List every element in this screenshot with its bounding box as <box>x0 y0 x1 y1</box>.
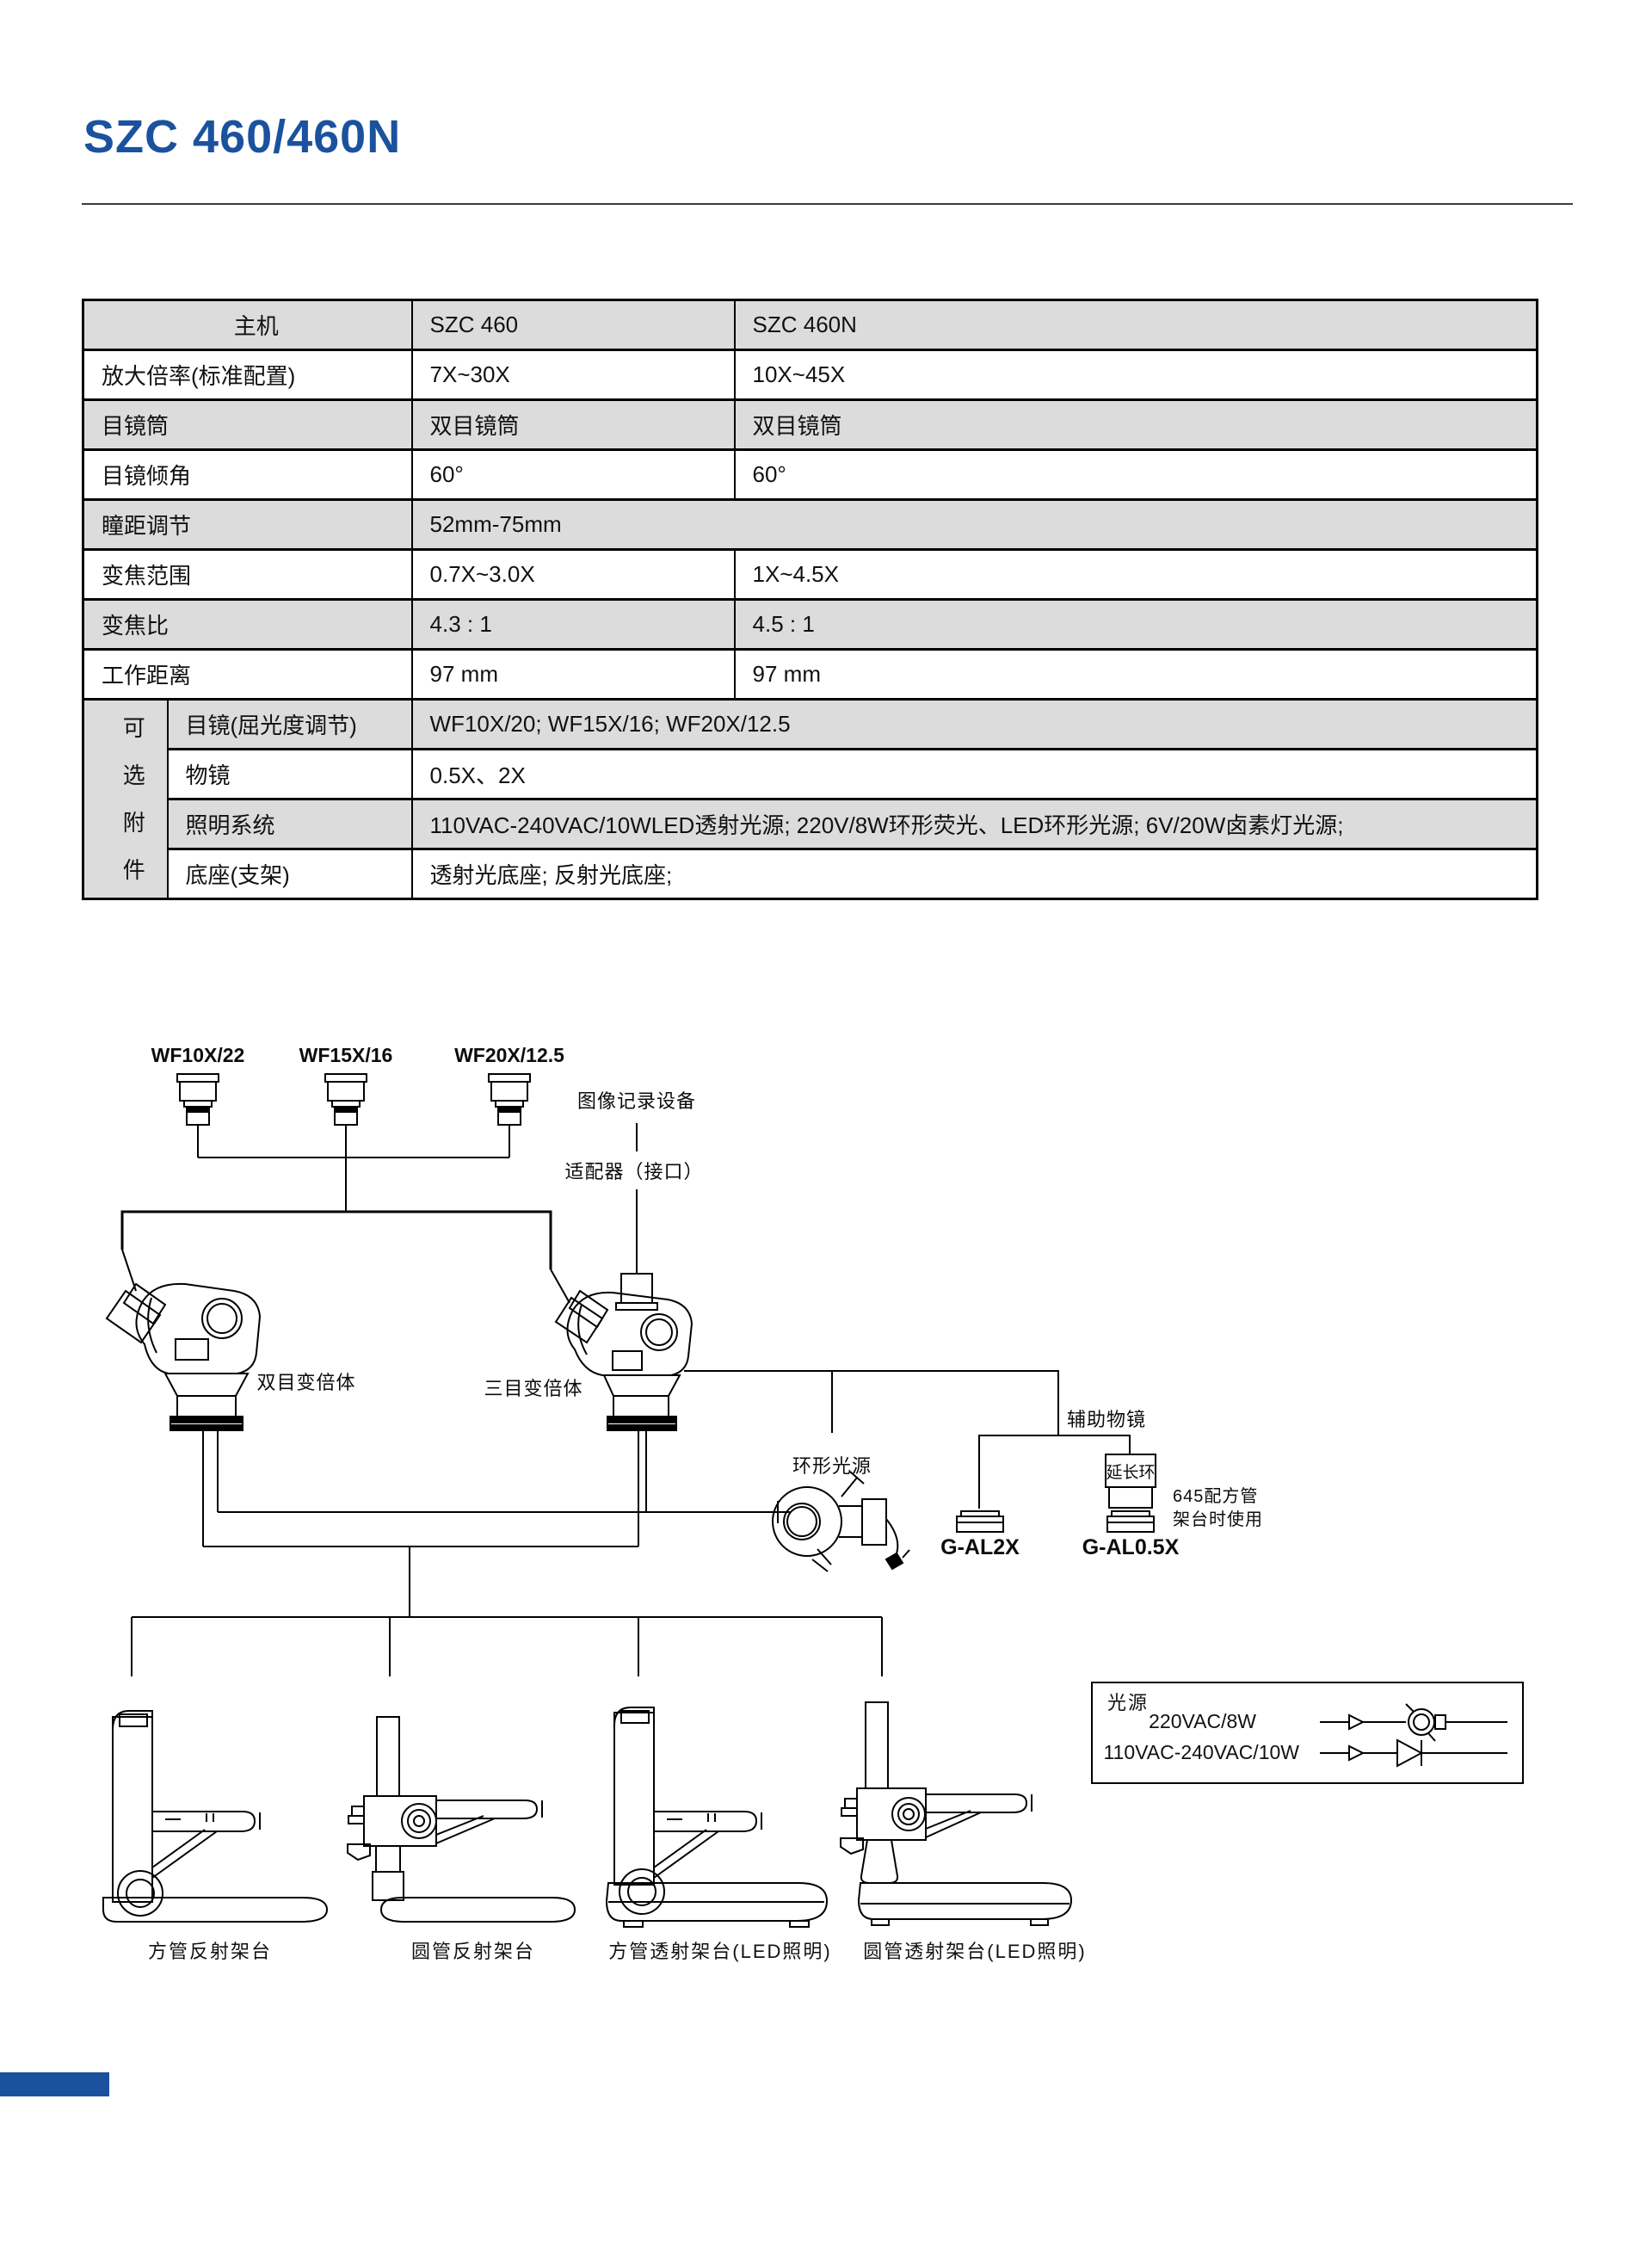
row-value: 60° <box>410 448 736 501</box>
extension-note-line2: 架台时使用 <box>1173 1510 1263 1529</box>
accessory-side-label: 可 选 附 件 <box>82 698 169 900</box>
accessory-value: WF10X/20; WF15X/16; WF20X/12.5 <box>410 698 1538 750</box>
accessory-value: 110VAC-240VAC/10WLED透射光源; 220V/8W环形荧光、LE… <box>410 798 1538 850</box>
ring-light-drawing <box>772 1471 910 1572</box>
light-source-box <box>1091 1682 1524 1784</box>
table-row: 变焦范围 0.7X~3.0X 1X~4.5X <box>82 548 1538 601</box>
header-col1: SZC 460 <box>410 299 736 351</box>
stand-round-transmitted-drawing <box>840 1701 1073 1926</box>
adapter-label: 适配器（接口） <box>564 1161 704 1182</box>
page-title: SZC 460/460N <box>83 111 402 163</box>
accessory-label: 目镜(屈光度调节) <box>166 698 413 750</box>
footer-accent-bar <box>0 2072 109 2096</box>
stand-label: 圆管透射架台(LED照明) <box>863 1941 1087 1962</box>
table-row-accessory: 底座(支架) 透射光底座; 反射光底座; <box>83 848 1538 900</box>
table-row: 变焦比 4.3 : 1 4.5 : 1 <box>82 598 1538 651</box>
table-row-accessory: 物镜 0.5X、2X <box>83 748 1538 800</box>
table-row: 瞳距调节 52mm-75mm <box>82 498 1538 551</box>
gal05x-label: G-AL0.5X <box>1082 1535 1180 1559</box>
side-char: 可 <box>122 714 145 741</box>
stand-label: 方管反射架台 <box>147 1941 273 1962</box>
spec-table: 主机 SZC 460 SZC 460N 放大倍率(标准配置) 7X~30X 10… <box>82 299 1539 900</box>
row-label: 放大倍率(标准配置) <box>82 349 413 401</box>
row-label: 变焦比 <box>82 598 413 651</box>
row-label: 工作距离 <box>82 648 413 701</box>
extension-ring-icon <box>1105 1454 1156 1509</box>
row-value: 0.7X~3.0X <box>410 548 736 601</box>
row-value: 4.5 : 1 <box>733 598 1538 651</box>
stand-square-transmitted-drawing <box>605 1707 829 1928</box>
accessory-value: 透射光底座; 反射光底座; <box>410 848 1538 900</box>
row-value: 97 mm <box>733 648 1538 701</box>
side-char: 选 <box>122 762 145 788</box>
stand-square-reflected-drawing <box>102 1710 329 1923</box>
eyepiece-icon <box>324 1073 367 1126</box>
accessory-label: 照明系统 <box>166 798 413 850</box>
eyepiece-label: WF15X/16 <box>299 1044 393 1066</box>
light-source-row1: 220VAC/8W <box>1149 1710 1256 1732</box>
eyepiece-label: WF10X/22 <box>151 1044 245 1066</box>
recorder-label: 图像记录设备 <box>576 1090 697 1112</box>
head-top-line <box>120 1210 552 1269</box>
accessory-value: 0.5X、2X <box>410 748 1538 800</box>
side-char: 件 <box>122 856 145 883</box>
extension-ring-label: 延长环 <box>1106 1463 1156 1482</box>
gal05x-lens-icon <box>1106 1510 1155 1533</box>
head-top-diagonals <box>121 1249 570 1304</box>
accessory-label: 物镜 <box>166 748 413 800</box>
title-divider <box>82 203 1573 205</box>
row-value: 60° <box>733 448 1538 501</box>
row-value-merged: 52mm-75mm <box>410 498 1538 551</box>
stand-label: 方管透射架台(LED照明) <box>608 1941 832 1962</box>
eyepiece-label: WF20X/12.5 <box>454 1044 564 1066</box>
eyepiece-connector-lines <box>197 1125 510 1212</box>
gal2x-lens-icon <box>956 1510 1004 1533</box>
row-label: 目镜筒 <box>82 398 413 451</box>
stand-round-reflected-drawing <box>347 1716 576 1923</box>
eyepiece-icon <box>488 1073 531 1126</box>
ring-light-label: 环形光源 <box>792 1455 872 1477</box>
table-row: 目镜筒 双目镜筒 双目镜筒 <box>82 398 1538 451</box>
binocular-head-drawing <box>105 1282 262 1431</box>
row-label: 变焦范围 <box>82 548 413 601</box>
table-row-accessory: 照明系统 110VAC-240VAC/10WLED透射光源; 220V/8W环形… <box>83 798 1538 850</box>
gal2x-label: G-AL2X <box>940 1535 1020 1559</box>
extension-note-line1: 645配方管 <box>1173 1487 1259 1506</box>
side-char: 附 <box>122 809 145 836</box>
row-value: 4.3 : 1 <box>410 598 736 651</box>
trinocular-label: 三目变倍体 <box>484 1378 583 1399</box>
binocular-label: 双目变倍体 <box>256 1372 356 1393</box>
aux-branch-lines <box>684 1370 1131 1509</box>
head-bottom-lines <box>131 1430 883 1676</box>
light-source-title: 光源 <box>1107 1692 1150 1713</box>
trinocular-head-drawing <box>554 1273 693 1431</box>
table-row-accessory: 可 选 附 件 目镜(屈光度调节) WF10X/20; WF15X/16; WF… <box>82 698 1538 900</box>
row-value: 97 mm <box>410 648 736 701</box>
row-value: 1X~4.5X <box>733 548 1538 601</box>
accessory-label: 底座(支架) <box>166 848 413 900</box>
table-row-header: 主机 SZC 460 SZC 460N <box>82 299 1538 351</box>
eyepiece-icon <box>176 1073 219 1126</box>
row-value: 双目镜筒 <box>410 398 736 451</box>
stand-label: 圆管反射架台 <box>410 1941 536 1962</box>
aux-objective-label: 辅助物镜 <box>1066 1409 1147 1430</box>
row-value: 双目镜筒 <box>733 398 1538 451</box>
row-label: 目镜倾角 <box>82 448 413 501</box>
header-label: 主机 <box>82 299 413 351</box>
header-col2: SZC 460N <box>733 299 1538 351</box>
row-label: 瞳距调节 <box>82 498 413 551</box>
row-value: 10X~45X <box>733 349 1538 401</box>
table-row: 工作距离 97 mm 97 mm <box>82 648 1538 701</box>
row-value: 7X~30X <box>410 349 736 401</box>
light-source-row2: 110VAC-240VAC/10W <box>1103 1741 1299 1763</box>
table-row: 目镜倾角 60° 60° <box>82 448 1538 501</box>
table-row: 放大倍率(标准配置) 7X~30X 10X~45X <box>82 349 1538 401</box>
